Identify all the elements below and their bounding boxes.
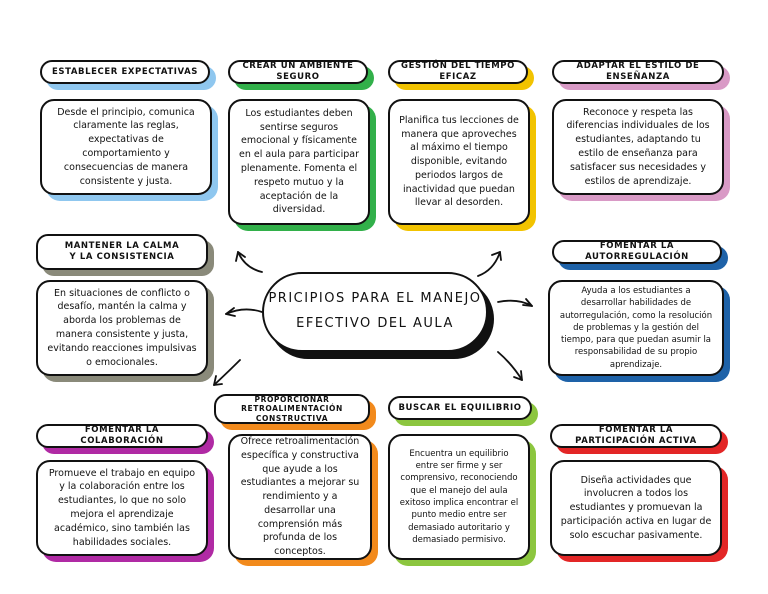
card-gestion-tiempo: Planifica tus lecciones de manera que ap… [388, 99, 530, 225]
arrow-down-left [213, 359, 241, 386]
central-topic-line1: PRICIPIOS PARA EL MANEJO [268, 291, 482, 307]
title-buscar-equilibrio: BUSCAR EL EQUILIBRIO [388, 396, 532, 420]
title-fomentar-autorregulacion: FOMENTAR LA AUTORREGULACIÓN [552, 240, 722, 264]
card-mantener-calma: En situaciones de conflicto o desafío, m… [36, 280, 208, 376]
card-buscar-equilibrio: Encuentra un equilibrio entre ser firme … [388, 434, 530, 560]
arrow-right [497, 299, 533, 307]
card-adaptar-estilo: Reconoce y respeta las diferencias indiv… [552, 99, 724, 195]
card-crear-ambiente-seguro: Los estudiantes deben sentirse seguros e… [228, 99, 370, 225]
title-gestion-tiempo: GESTIÓN DEL TIEMPO EFICAZ [388, 60, 528, 84]
card-fomentar-autorregulacion: Ayuda a los estudiantes a desarrollar ha… [548, 280, 724, 376]
card-establecer-expectativas: Desde el principio, comunica claramente … [40, 99, 212, 195]
title-adaptar-estilo: ADAPTAR EL ESTILO DE ENSEÑANZA [552, 60, 724, 84]
card-participacion-activa: Diseña actividades que involucren a todo… [550, 460, 722, 556]
arrow-up-left [237, 251, 263, 273]
title-crear-ambiente-seguro: CREAR UN AMBIENTE SEGURO [228, 60, 368, 84]
title-establecer-expectativas: ESTABLECER EXPECTATIVAS [40, 60, 210, 84]
central-topic-line2: EFECTIVO DEL AULA [296, 316, 454, 331]
central-topic: PRICIPIOS PARA EL MANEJO EFECTIVO DEL AU… [262, 272, 488, 352]
arrow-down-right [497, 351, 523, 381]
card-fomentar-colaboracion: Promueve el trabajo en equipo y la colab… [36, 460, 208, 556]
arrow-up-right [477, 251, 501, 277]
card-retroalimentacion: Ofrece retroalimentación específica y co… [228, 434, 372, 560]
title-participacion-activa: FOMENTAR LA PARTICIPACIÓN ACTIVA [550, 424, 722, 448]
title-fomentar-colaboracion: FOMENTAR LA COLABORACIÓN [36, 424, 208, 448]
